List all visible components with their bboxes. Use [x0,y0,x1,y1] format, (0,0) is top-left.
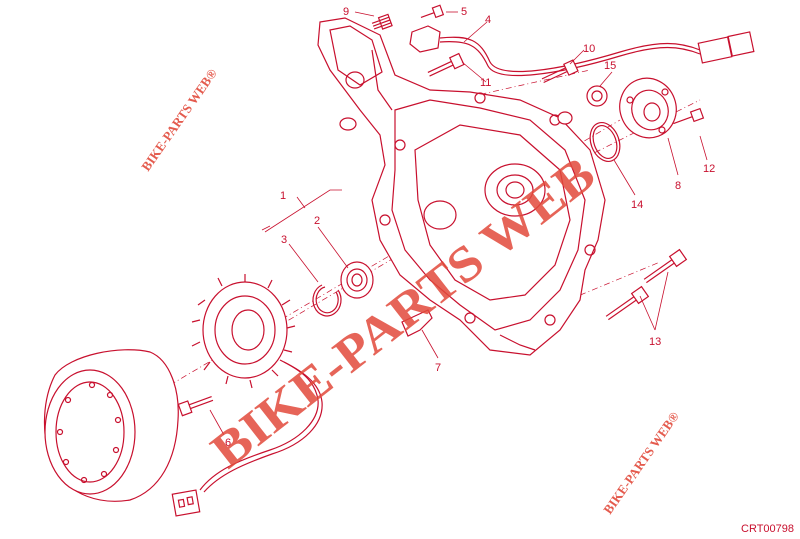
callout-15: 15 [604,60,616,72]
callout-7: 7 [435,362,441,374]
callout-11: 11 [480,77,491,89]
callout-1: 1 [280,190,286,202]
callout-3: 3 [281,234,287,246]
screw-5 [420,4,445,19]
reference-code: CRT00798 [741,523,794,535]
pickup-sensor-cable [409,25,755,77]
callout-6: 6 [225,437,231,449]
screw-9 [371,13,393,30]
callout-labels: 1 2 3 4 5 6 7 8 9 10 11 12 13 14 15 [225,6,715,449]
svg-text:BIKE-PARTS WEB®: BIKE-PARTS WEB® [138,66,220,174]
group-bracket-1 [261,189,342,233]
screw-6 [177,395,214,417]
bearing-2 [340,261,374,299]
rotor-flywheel [43,349,179,502]
watermark-small-left: BIKE-PARTS WEB® [138,66,220,174]
clip-7 [401,309,433,337]
svg-text:BIKE-PARTS WEB®: BIKE-PARTS WEB® [600,409,682,517]
callout-14: 14 [631,199,643,211]
side-cover-housing [317,17,606,356]
screws-13 [605,248,688,321]
callout-2: 2 [314,215,320,227]
circlip-3 [312,284,342,317]
callout-5: 5 [461,6,467,18]
callout-10: 10 [583,43,595,55]
callout-12: 12 [703,163,715,175]
stator [171,274,323,517]
screw-11 [427,52,465,77]
callout-13: 13 [649,336,661,348]
callout-8: 8 [675,180,681,192]
screw-10 [541,59,579,84]
leader-lines [209,11,708,436]
callout-4: 4 [485,14,491,26]
screw-12 [673,107,705,125]
o-ring-14 [589,122,621,162]
watermark-small-right: BIKE-PARTS WEB® [600,409,682,517]
oil-seal-15 [586,85,608,107]
callout-9: 9 [343,6,349,18]
cover-cap-8 [619,77,677,139]
